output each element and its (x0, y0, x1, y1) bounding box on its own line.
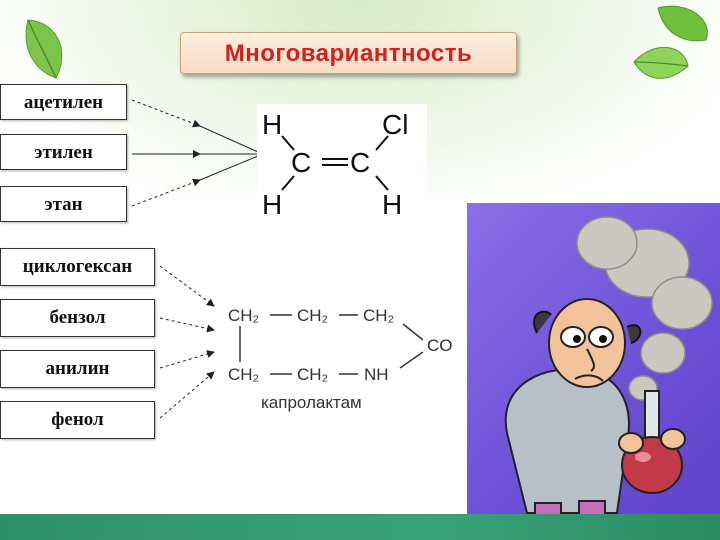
term-box-aniline: анилин (0, 350, 155, 388)
arrow-cyclohexane (159, 265, 215, 307)
arrow-merge-bottom (199, 155, 259, 181)
term-label: этан (44, 194, 83, 215)
arrow-acetylene (131, 99, 201, 128)
group-nh: NH (364, 365, 389, 384)
term-label: этилен (34, 142, 93, 163)
bond-top-co (402, 323, 424, 341)
term-box-benzene: бензол (0, 299, 155, 337)
atom-h-bottom-right: H (382, 189, 402, 220)
atom-c-left: C (291, 147, 311, 178)
term-box-ethane: этан (0, 186, 127, 222)
arrow-merge-top (199, 125, 259, 153)
arrow-benzene (159, 317, 215, 333)
atom-h-bottom-left: H (262, 189, 282, 220)
term-label: ацетилен (23, 92, 104, 113)
bottom-decorative-bar (0, 514, 720, 540)
term-label: бензол (49, 307, 106, 328)
group-ch2-bottom-1: CH₂ (228, 365, 259, 384)
term-label: анилин (45, 358, 110, 379)
atom-h-top-left: H (262, 109, 282, 140)
arrow-ethane (131, 178, 201, 207)
leaf-left-decoration (25, 19, 63, 79)
scientist-cartoon-image (467, 203, 720, 540)
bond-cl-c (375, 135, 389, 151)
compound-name-caprolactam: капролактам (261, 393, 362, 412)
group-ch2-bottom-2: CH₂ (297, 365, 328, 384)
term-box-ethylene: этилен (0, 134, 127, 170)
group-ch2-top-1: CH₂ (228, 306, 259, 325)
bond-h-c-bottom-right (375, 175, 389, 191)
title-banner: Многовариантность (180, 32, 517, 74)
term-box-phenol: фенол (0, 401, 155, 439)
group-ch2-top-2: CH₂ (297, 306, 328, 325)
group-ch2-top-3: CH₂ (363, 306, 394, 325)
atom-cl: Cl (382, 109, 408, 140)
term-label: фенол (51, 409, 104, 430)
scientist-illustration (504, 216, 713, 540)
arrow-phenol (159, 371, 215, 419)
term-box-acetylene: ацетилен (0, 84, 127, 120)
term-label: циклогексан (22, 256, 133, 277)
group-co: CO (427, 336, 453, 355)
bond-h-c-bottom-left (281, 175, 295, 191)
bond-nh-co (399, 351, 424, 369)
arrow-aniline (159, 350, 215, 369)
atom-c-right: C (350, 147, 370, 178)
page-title: Многовариантность (224, 40, 473, 67)
term-box-cyclohexane: циклогексан (0, 248, 155, 286)
bond-h-c-top-left (281, 135, 295, 151)
leaf-top-right-decoration (633, 5, 708, 79)
